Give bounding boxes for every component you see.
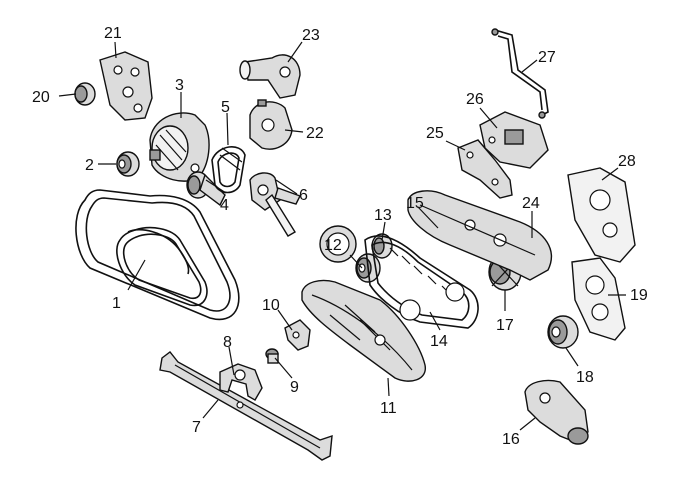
callout-11: 11: [380, 400, 397, 417]
part-12-crank-pulley: [319, 225, 381, 283]
part-21-mounting-bracket: [99, 51, 153, 121]
part-22-water-pump: [249, 99, 293, 150]
part-23-thermostat-housing: [239, 54, 301, 99]
callout-17: 17: [496, 317, 514, 334]
part-1-ribbed-belt: [75, 189, 240, 321]
callout-13: 13: [374, 207, 392, 224]
callout-labels: 1 2 3 4 5 6 7 8 9 10 11 12 13 14 15 16 1…: [32, 25, 648, 448]
callout-25: 25: [426, 125, 444, 142]
part-5-small-belt: [211, 146, 246, 194]
part-27-pipe: [491, 28, 549, 119]
part-10-sensor: [284, 319, 311, 351]
part-11-lower-timing-cover: [301, 279, 426, 382]
callout-23: 23: [302, 27, 320, 44]
callout-10: 10: [262, 297, 280, 314]
part-16-engine-mount: [524, 379, 589, 445]
callout-28: 28: [618, 153, 636, 170]
callout-2: 2: [85, 157, 94, 174]
callout-19: 19: [630, 287, 648, 304]
part-9-plug: [265, 348, 279, 364]
callout-26: 26: [466, 91, 484, 108]
callout-15: 15: [406, 195, 424, 212]
part-8-clamp-bracket: [219, 363, 263, 401]
callout-16: 16: [502, 431, 520, 448]
callout-24: 24: [522, 195, 540, 212]
leader-lines: [58, 41, 626, 431]
callout-20: 20: [32, 89, 50, 106]
part-2-pulley: [116, 151, 140, 177]
part-25-pump-bracket: [457, 139, 513, 199]
callout-22: 22: [306, 125, 324, 142]
part-6-bracket: [249, 172, 301, 237]
callout-12: 12: [324, 237, 342, 254]
part-3-alternator: [149, 112, 210, 182]
callout-1: 1: [112, 295, 121, 312]
part-28-rear-cover: [567, 167, 636, 263]
callout-27: 27: [538, 49, 556, 66]
callout-6: 6: [299, 187, 308, 204]
callout-5: 5: [221, 99, 230, 116]
callout-7: 7: [192, 419, 201, 436]
part-26-injection-pump: [479, 111, 549, 169]
callout-14: 14: [430, 333, 448, 350]
callout-4: 4: [220, 197, 229, 214]
callout-21: 21: [104, 25, 122, 42]
part-18-pump-pulley: [547, 315, 579, 349]
part-24-upper-timing-cover: [407, 190, 553, 281]
part-20-small-pulley: [74, 82, 96, 106]
part-19-rear-plate: [571, 257, 626, 341]
part-14-timing-belt: [364, 235, 479, 329]
part-7-bracket-rail: [159, 351, 333, 461]
callout-8: 8: [223, 334, 232, 351]
callout-18: 18: [576, 369, 594, 386]
callout-9: 9: [290, 379, 299, 396]
callout-3: 3: [175, 77, 184, 94]
part-4-tensioner-pulley: [186, 171, 226, 207]
